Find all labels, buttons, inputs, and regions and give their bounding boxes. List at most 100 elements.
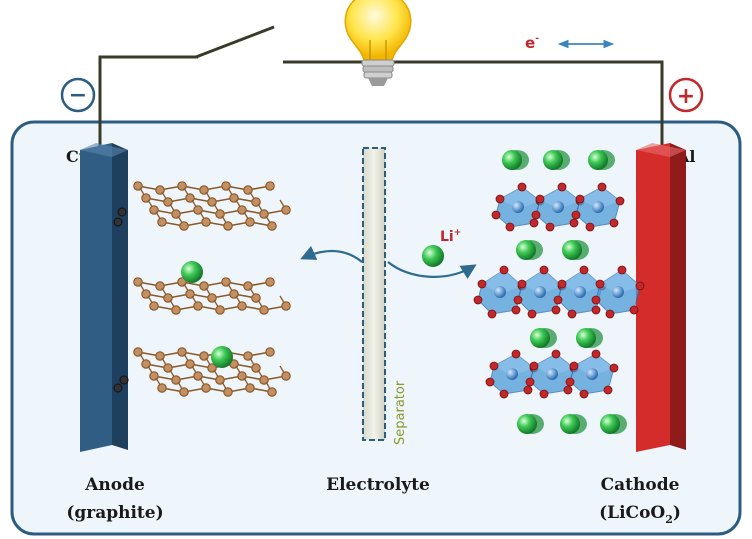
anode-plate — [80, 143, 128, 452]
cobalt-atom — [574, 286, 586, 298]
oxygen-atom — [557, 279, 567, 289]
oxygen-atom — [629, 305, 639, 315]
carbon-atom — [265, 181, 275, 191]
oxygen-atom — [529, 361, 539, 371]
separator: Separator — [362, 147, 408, 445]
switch-icon — [195, 25, 275, 59]
carbon-atom — [281, 205, 291, 215]
graphite-sheet-2 — [133, 277, 291, 315]
oxygen-atom — [591, 349, 601, 359]
graphite-sheet-3 — [133, 347, 291, 397]
oxygen-atom — [527, 309, 537, 319]
cobalt-atom — [546, 368, 558, 380]
carbon-atom — [265, 277, 275, 287]
cathode-plate — [636, 143, 686, 452]
cobalt-atom — [506, 368, 518, 380]
carbon-atom — [201, 217, 211, 227]
lithium-atom — [560, 414, 580, 434]
carbon-atom — [179, 221, 189, 231]
svg-text:+: + — [677, 84, 695, 109]
lithium-atom — [517, 414, 537, 434]
oxygen-atom — [605, 309, 615, 319]
carbon-atom — [157, 383, 167, 393]
cobalt-atom — [586, 368, 598, 380]
electrolyte-label: Electrolyte — [326, 475, 430, 495]
coo6-layer-3 — [485, 349, 619, 399]
oxygen-atom — [499, 265, 509, 275]
oxygen-atom — [565, 377, 575, 387]
lithium-atom — [600, 414, 620, 434]
carbon-atom — [117, 207, 127, 217]
carbon-atom — [265, 347, 275, 357]
svg-text:−: − — [69, 83, 87, 108]
cobalt-atom — [592, 201, 604, 213]
lithium-atom — [543, 150, 563, 170]
cathode-material-label: (LiCoO2) — [599, 503, 681, 526]
oxygen-atom — [489, 361, 499, 371]
graphite-sheet-1 — [133, 181, 291, 231]
oxygen-atom — [505, 222, 515, 232]
carbon-atom — [245, 217, 255, 227]
oxygen-atom — [603, 385, 613, 395]
lithium-atom — [576, 328, 596, 348]
oxygen-atom — [591, 305, 601, 315]
cobalt-atom — [552, 201, 564, 213]
anode-label: Anode — [84, 475, 145, 495]
negative-terminal: − — [60, 77, 96, 113]
oxygen-atom — [635, 281, 645, 291]
cobalt-atom — [612, 286, 624, 298]
carbon-atom — [149, 301, 159, 311]
cobalt-atom — [512, 201, 524, 213]
lithium-atom — [516, 240, 536, 260]
oxygen-atom — [539, 265, 549, 275]
oxygen-atom — [595, 279, 605, 289]
carbon-atom — [259, 305, 269, 315]
lithium-atom — [562, 240, 582, 260]
carbon-atom — [215, 305, 225, 315]
oxygen-atom — [513, 295, 523, 305]
oxygen-atom — [511, 349, 521, 359]
carbon-atom — [223, 221, 233, 231]
carbon-atom — [157, 217, 167, 227]
carbon-atom — [201, 383, 211, 393]
oxygen-atom — [545, 222, 555, 232]
oxygen-atom — [511, 305, 521, 315]
carbon-atom — [281, 371, 291, 381]
carbon-atom — [281, 301, 291, 311]
carbon-atom — [119, 375, 129, 385]
positive-terminal: + — [668, 77, 704, 113]
oxygen-atom — [557, 182, 567, 192]
carbon-atom — [171, 305, 181, 315]
oxygen-atom — [523, 385, 533, 395]
graphite-layers — [113, 181, 291, 397]
oxygen-atom — [553, 295, 563, 305]
oxygen-atom — [597, 182, 607, 192]
oxygen-atom — [615, 196, 625, 206]
oxygen-atom — [499, 389, 509, 399]
oxygen-atom — [609, 218, 619, 228]
oxygen-atom — [551, 305, 561, 315]
external-circuit — [98, 55, 664, 150]
oxygen-atom — [579, 389, 589, 399]
oxygen-atom — [477, 279, 487, 289]
oxygen-atom — [617, 265, 627, 275]
oxygen-atom — [535, 194, 545, 204]
cobalt-atom — [494, 286, 506, 298]
licoo2-structure — [473, 150, 645, 434]
oxygen-atom — [517, 279, 527, 289]
coo6-layer-2 — [473, 265, 645, 319]
carbon-atom — [193, 301, 203, 311]
lithium-ion-anode-1 — [181, 261, 203, 283]
carbon-atom — [245, 383, 255, 393]
oxygen-atom — [575, 194, 585, 204]
anode-material-label: (graphite) — [66, 503, 163, 523]
carbon-atom — [237, 301, 247, 311]
oxygen-atom — [473, 295, 483, 305]
oxygen-atom — [591, 295, 601, 305]
oxygen-atom — [531, 210, 541, 220]
oxygen-atom — [551, 349, 561, 359]
lithium-ion-migrating — [422, 245, 444, 267]
carbon-atom — [267, 387, 277, 397]
carbon-atom — [113, 217, 123, 227]
cobalt-atom — [534, 286, 546, 298]
